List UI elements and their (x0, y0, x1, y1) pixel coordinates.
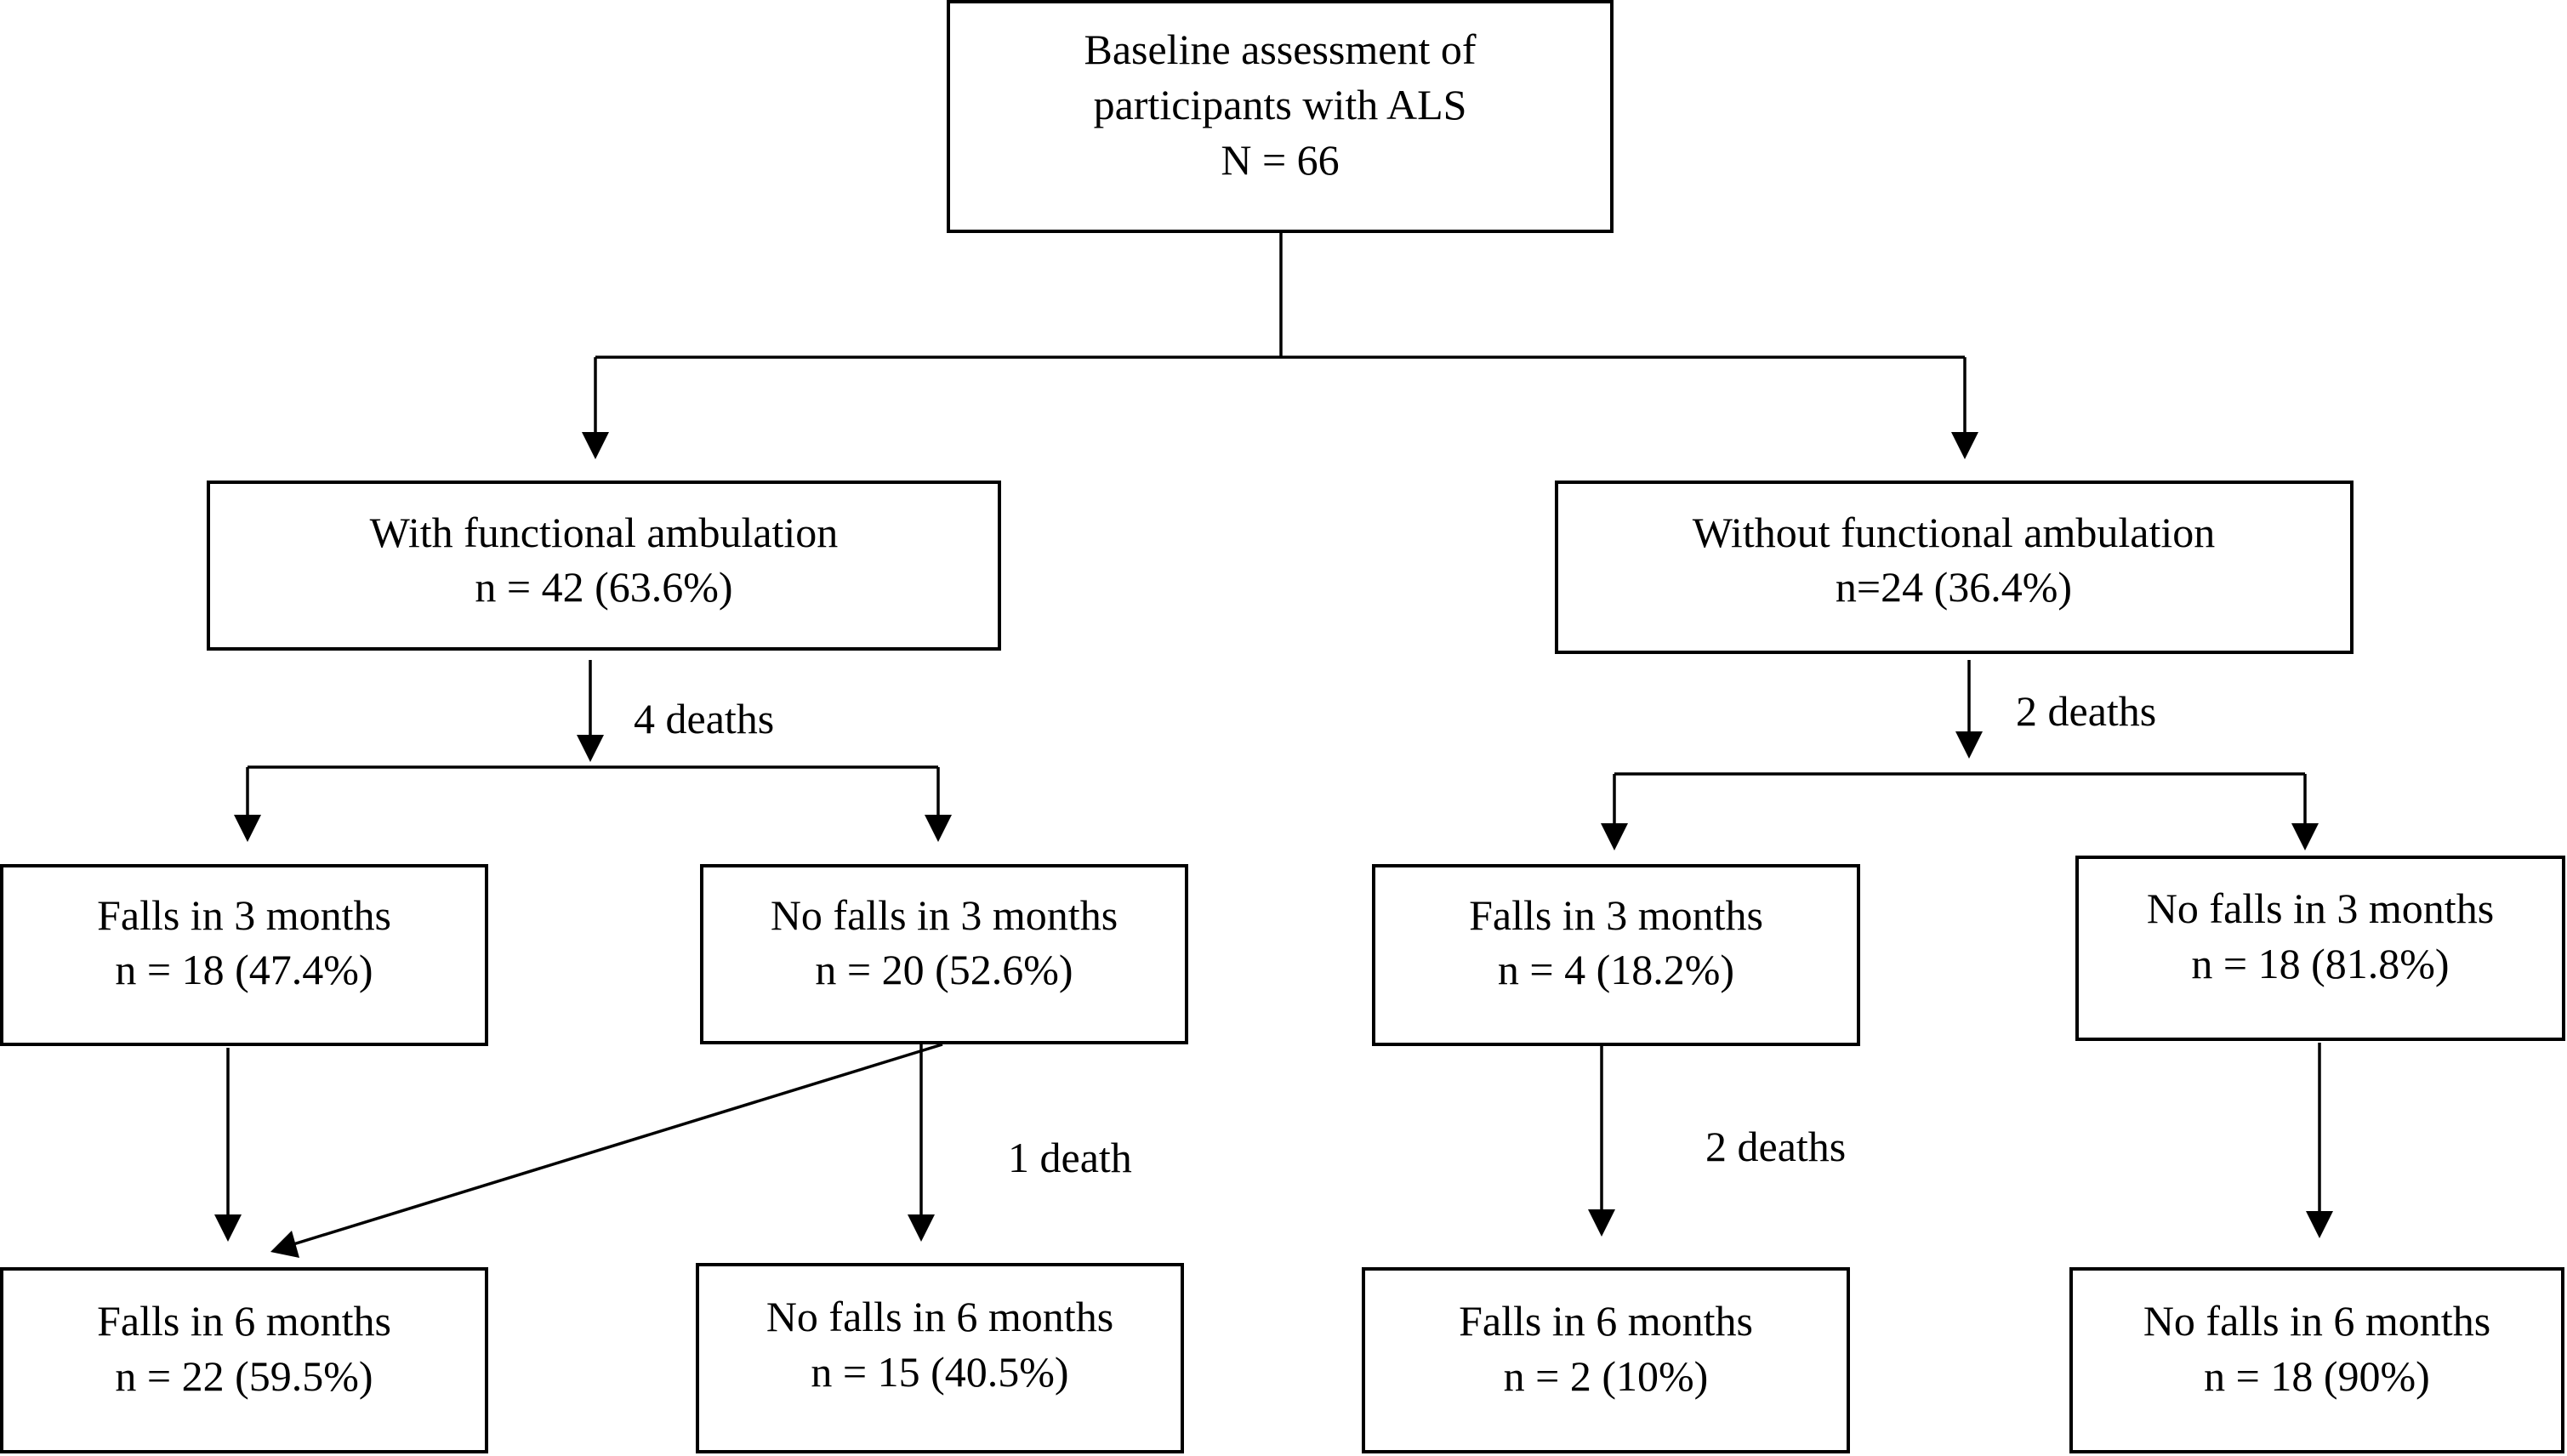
node-line: Falls in 6 months (97, 1297, 391, 1345)
node-line: Falls in 6 months (1459, 1297, 1753, 1345)
node-line: No falls in 6 months (2143, 1297, 2490, 1345)
arrowhead-icon (1601, 823, 1628, 850)
node-with-ambulation: With functional ambulation n = 42 (63.6%… (207, 481, 1001, 651)
arrowhead-icon (925, 815, 952, 842)
node-line: n=24 (36.4%) (1836, 563, 2072, 611)
left-deaths-label: 4 deaths (634, 695, 774, 742)
arrowhead-icon (1951, 432, 1978, 459)
node-line: With functional ambulation (370, 509, 839, 556)
node-line: n = 18 (81.8%) (2191, 940, 2449, 987)
node-line: n = 42 (63.6%) (475, 563, 732, 611)
arrowhead-icon (270, 1231, 299, 1258)
node-line: N = 66 (1221, 136, 1339, 184)
node-right-nofalls-3m: No falls in 3 months n = 18 (81.8%) (2075, 856, 2565, 1041)
arrowhead-icon (1955, 731, 1983, 759)
node-line: Falls in 3 months (97, 891, 391, 939)
node-line: n = 2 (10%) (1504, 1352, 1709, 1400)
edge-labels: 4 deaths 2 deaths 1 death 2 deaths (634, 687, 2156, 1181)
node-line: n = 22 (59.5%) (115, 1352, 373, 1400)
node-left-nofalls-6m: No falls in 6 months n = 15 (40.5%) (696, 1263, 1184, 1453)
node-without-ambulation: Without functional ambulation n=24 (36.4… (1555, 481, 2354, 654)
arrowhead-icon (1588, 1209, 1615, 1237)
arrowhead-icon (2306, 1211, 2333, 1238)
node-line: Baseline assessment of (1084, 26, 1476, 73)
node-line: Without functional ambulation (1693, 509, 2216, 556)
node-line: n = 20 (52.6%) (815, 946, 1073, 993)
arrowhead-icon (577, 735, 604, 762)
node-left-falls-6m: Falls in 6 months n = 22 (59.5%) (0, 1267, 488, 1453)
node-right-falls-6m: Falls in 6 months n = 2 (10%) (1362, 1267, 1850, 1453)
node-right-nofalls-6m: No falls in 6 months n = 18 (90%) (2069, 1267, 2564, 1453)
node-line: Falls in 3 months (1469, 891, 1763, 939)
node-line: n = 4 (18.2%) (1498, 946, 1734, 993)
connectors (214, 231, 2333, 1258)
arrowhead-icon (234, 815, 261, 842)
node-line: No falls in 6 months (766, 1293, 1113, 1340)
arrowhead-icon (2291, 823, 2319, 850)
node-line: n = 15 (40.5%) (811, 1348, 1068, 1396)
right-deaths-label: 2 deaths (2016, 687, 2156, 735)
node-line: participants with ALS (1094, 81, 1467, 128)
node-left-nofalls-3m: No falls in 3 months n = 20 (52.6%) (700, 864, 1188, 1044)
node-left-falls-3m: Falls in 3 months n = 18 (47.4%) (0, 864, 488, 1046)
node-baseline: Baseline assessment of participants with… (947, 0, 1614, 233)
node-right-falls-3m: Falls in 3 months n = 4 (18.2%) (1372, 864, 1860, 1046)
node-line: n = 18 (90%) (2204, 1352, 2430, 1400)
left-nofalls-death-label: 1 death (1008, 1134, 1132, 1181)
arrowhead-icon (908, 1214, 935, 1242)
right-falls-deaths-label: 2 deaths (1705, 1123, 1846, 1170)
left-nofalls-to-falls-6m (293, 1043, 943, 1246)
node-line: No falls in 3 months (2147, 884, 2494, 932)
arrowhead-icon (214, 1214, 242, 1242)
node-line: n = 18 (47.4%) (115, 946, 373, 993)
arrowhead-icon (582, 432, 609, 459)
node-line: No falls in 3 months (771, 891, 1118, 939)
